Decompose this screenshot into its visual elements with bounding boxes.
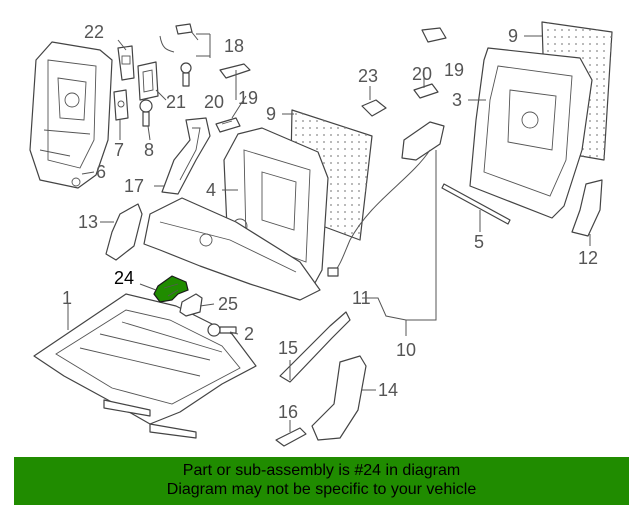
callout-16: 16 bbox=[278, 402, 298, 422]
callout-12: 12 bbox=[578, 248, 598, 268]
callout-20-right: 20 bbox=[412, 64, 432, 84]
bolt-8 bbox=[139, 99, 153, 127]
rod-5 bbox=[441, 183, 511, 225]
handle-20-left bbox=[219, 63, 251, 79]
callout-7: 7 bbox=[114, 140, 124, 160]
callout-3: 3 bbox=[452, 90, 462, 110]
bracket-22 bbox=[117, 45, 135, 81]
callout-14: 14 bbox=[378, 380, 398, 400]
leader-lines bbox=[67, 33, 591, 432]
handle-20-right bbox=[421, 27, 447, 43]
callout-19-right: 19 bbox=[444, 60, 464, 80]
callout-11: 11 bbox=[352, 288, 371, 308]
seat-cushion-frame bbox=[143, 197, 321, 301]
cover-23 bbox=[361, 99, 387, 117]
bracket-15 bbox=[279, 311, 351, 383]
callout-17: 17 bbox=[124, 176, 144, 196]
callout-6: 6 bbox=[96, 162, 106, 182]
callout-23: 23 bbox=[358, 66, 378, 86]
highlighted-part-24 bbox=[153, 275, 189, 303]
callout-2: 2 bbox=[244, 324, 254, 344]
callout-24: 24 bbox=[114, 268, 134, 288]
callout-labels: 1 2 3 4 5 6 7 8 9 9 10 11 12 13 14 15 16… bbox=[62, 22, 598, 422]
banner-line-2: Diagram may not be specific to your vehi… bbox=[166, 481, 477, 498]
callout-22: 22 bbox=[84, 22, 104, 42]
bezel-21 bbox=[137, 61, 159, 101]
callout-13: 13 bbox=[78, 212, 98, 232]
trim-17 bbox=[161, 117, 211, 195]
parts-diagram: 1 2 3 4 5 6 7 8 9 9 10 11 12 13 14 15 16… bbox=[29, 21, 613, 447]
callout-4: 4 bbox=[206, 180, 216, 200]
callout-20-left: 20 bbox=[204, 92, 224, 112]
callout-1: 1 bbox=[62, 288, 72, 308]
callout-25: 25 bbox=[218, 294, 238, 314]
release-cable-10 bbox=[327, 121, 445, 277]
callout-10: 10 bbox=[396, 340, 416, 360]
seat-back-frame-left bbox=[29, 41, 113, 189]
seat-pan-1 bbox=[33, 293, 257, 439]
cover-14 bbox=[311, 355, 367, 441]
callout-9-center: 9 bbox=[266, 104, 276, 124]
cable-18 bbox=[159, 23, 199, 87]
seat-back-frame-right bbox=[469, 47, 593, 219]
callout-18: 18 bbox=[224, 36, 244, 56]
callout-15: 15 bbox=[278, 338, 298, 358]
banner-line-1: Part or sub-assembly is #24 in diagram bbox=[182, 462, 461, 479]
callout-21: 21 bbox=[166, 92, 186, 112]
side-trim-12 bbox=[571, 179, 603, 237]
callout-9-right: 9 bbox=[508, 26, 518, 46]
callout-8: 8 bbox=[144, 140, 154, 160]
clip-19-right bbox=[413, 83, 439, 99]
side-trim-13 bbox=[105, 203, 143, 261]
callout-5: 5 bbox=[474, 232, 484, 252]
latch-7 bbox=[113, 89, 129, 121]
bracket-25 bbox=[179, 293, 203, 317]
clip-19-left bbox=[215, 117, 241, 133]
callout-19-left: 19 bbox=[238, 88, 258, 108]
info-banner: Part or sub-assembly is #24 in diagram D… bbox=[14, 457, 629, 505]
clip-16 bbox=[275, 427, 307, 447]
